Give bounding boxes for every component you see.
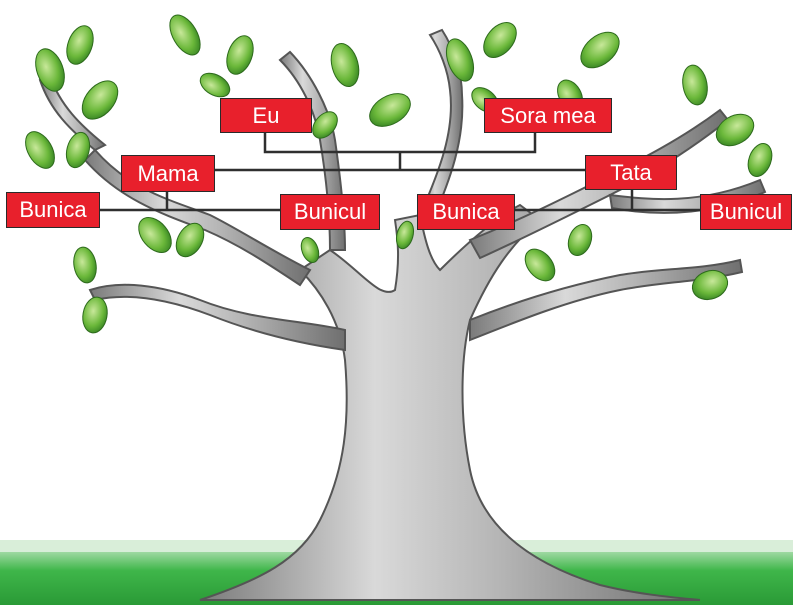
member-eu: Eu <box>220 98 312 133</box>
family-connectors <box>100 132 700 212</box>
member-father: Tata <box>585 155 677 190</box>
member-mother: Mama <box>121 155 215 192</box>
member-maternal-grandfather: Bunicul <box>280 194 380 230</box>
leaves <box>25 14 773 334</box>
member-sister: Sora mea <box>484 98 612 133</box>
member-paternal-grandfather: Bunicul <box>700 194 792 230</box>
connector-siblings <box>263 132 537 154</box>
member-maternal-grandmother: Bunica <box>6 192 100 228</box>
member-paternal-grandmother: Bunica <box>417 194 515 230</box>
